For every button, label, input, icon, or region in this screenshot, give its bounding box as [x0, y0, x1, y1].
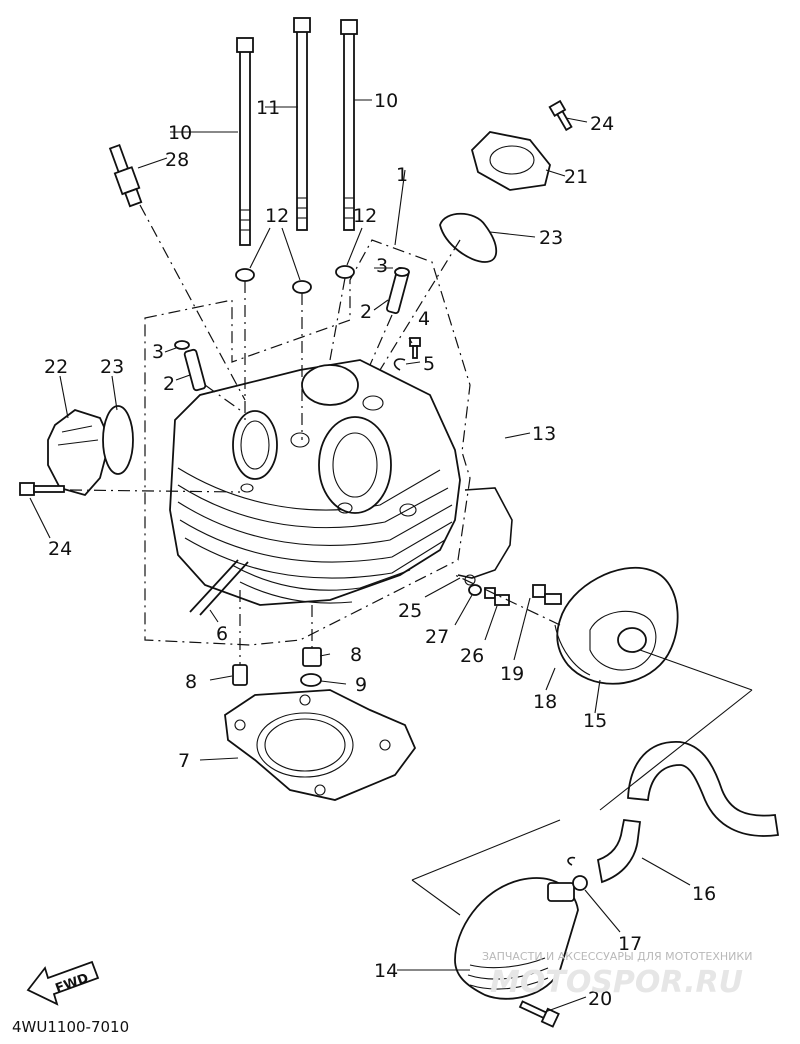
washer [292, 280, 312, 294]
hex-bolt [518, 1000, 560, 1028]
callout-label: 2 [360, 301, 372, 323]
callout-label: 28 [165, 149, 189, 171]
callout-label: 22 [44, 356, 68, 378]
oil-pipe [457, 487, 513, 579]
valve-cover [454, 877, 579, 1000]
callout-label: 13 [532, 423, 556, 445]
washer [335, 265, 355, 279]
callout-label: 18 [533, 691, 557, 713]
breather-hose [596, 741, 780, 884]
o-ring [439, 212, 498, 263]
head-gasket [224, 689, 417, 801]
callout-label: 6 [216, 623, 228, 645]
callout-label: 19 [500, 663, 524, 685]
washer [468, 584, 482, 596]
callout-label: 23 [100, 356, 124, 378]
cylinder-stud-bolt [236, 37, 254, 246]
drawing-code: 4WU1100-7010 [12, 1018, 129, 1036]
callout-label: 16 [692, 883, 716, 905]
callout-label: 9 [355, 674, 367, 696]
callout-label: 24 [48, 538, 72, 560]
callout-label: 24 [590, 113, 614, 135]
callout-label: 14 [374, 960, 398, 982]
callout-label: 3 [152, 341, 164, 363]
callout-label: 10 [168, 122, 192, 144]
leader-lines [29, 99, 691, 1013]
assembly-outline-dashed [144, 239, 471, 646]
callout-label: 12 [353, 205, 377, 227]
callout-label: 8 [185, 671, 197, 693]
dowel-pin [232, 664, 248, 686]
callout-label: 8 [350, 644, 362, 666]
callout-label: 25 [398, 600, 422, 622]
callout-label: 5 [423, 353, 435, 375]
callout-label: 3 [376, 255, 388, 277]
callout-label: 7 [178, 750, 190, 772]
o-ring [300, 673, 322, 687]
hex-bolt [484, 587, 510, 606]
manifold-cap [470, 131, 551, 191]
callout-label: 26 [460, 645, 484, 667]
hex-bolt [532, 584, 562, 605]
circlip [174, 340, 190, 350]
dowel-pin [302, 647, 322, 667]
hose-clamp [567, 856, 576, 866]
hex-bolt [19, 482, 65, 496]
callout-label: 23 [539, 227, 563, 249]
small-bolt [409, 337, 421, 359]
callout-label: 11 [256, 97, 280, 119]
cylinder-head [169, 359, 461, 606]
spark-plug [108, 143, 143, 208]
callout-label: 15 [583, 710, 607, 732]
callout-label: 27 [425, 626, 449, 648]
hex-bolt [548, 99, 573, 132]
callout-label: 12 [265, 205, 289, 227]
watermark: ЗАПЧАСТИ И АКСЕССУАРЫ ДЛЯ МОТОТЕХНИКИ MO… [482, 950, 752, 1000]
svg-text:MOTOSPOR.RU: MOTOSPOR.RU [490, 965, 743, 1000]
forward-direction-arrow: FWD [26, 960, 100, 1006]
svg-text:ЗАПЧАСТИ И АКСЕССУАРЫ ДЛЯ МОТО: ЗАПЧАСТИ И АКСЕССУАРЫ ДЛЯ МОТОТЕХНИКИ [482, 950, 752, 963]
valve-tappet-cover [47, 405, 134, 497]
valve-guide [183, 348, 207, 392]
callout-label: 17 [618, 933, 642, 955]
exhaust-flange [554, 566, 679, 685]
cylinder-stud-bolt [340, 19, 358, 231]
hose-clamp [572, 875, 588, 891]
callout-labels: 1 2 2 3 3 4 5 6 7 8 8 9 10 10 11 12 12 1… [44, 90, 716, 1010]
callout-label: 2 [163, 373, 175, 395]
callout-label: 10 [374, 90, 398, 112]
clip [393, 358, 406, 371]
callout-label: 4 [418, 308, 430, 330]
callout-label: 21 [564, 166, 588, 188]
callout-label: 1 [396, 164, 408, 186]
callout-label: 20 [588, 988, 612, 1010]
stud-bolt [189, 559, 249, 616]
cylinder-stud-bolt [293, 17, 311, 231]
washer [235, 268, 255, 282]
circlip [394, 267, 410, 277]
